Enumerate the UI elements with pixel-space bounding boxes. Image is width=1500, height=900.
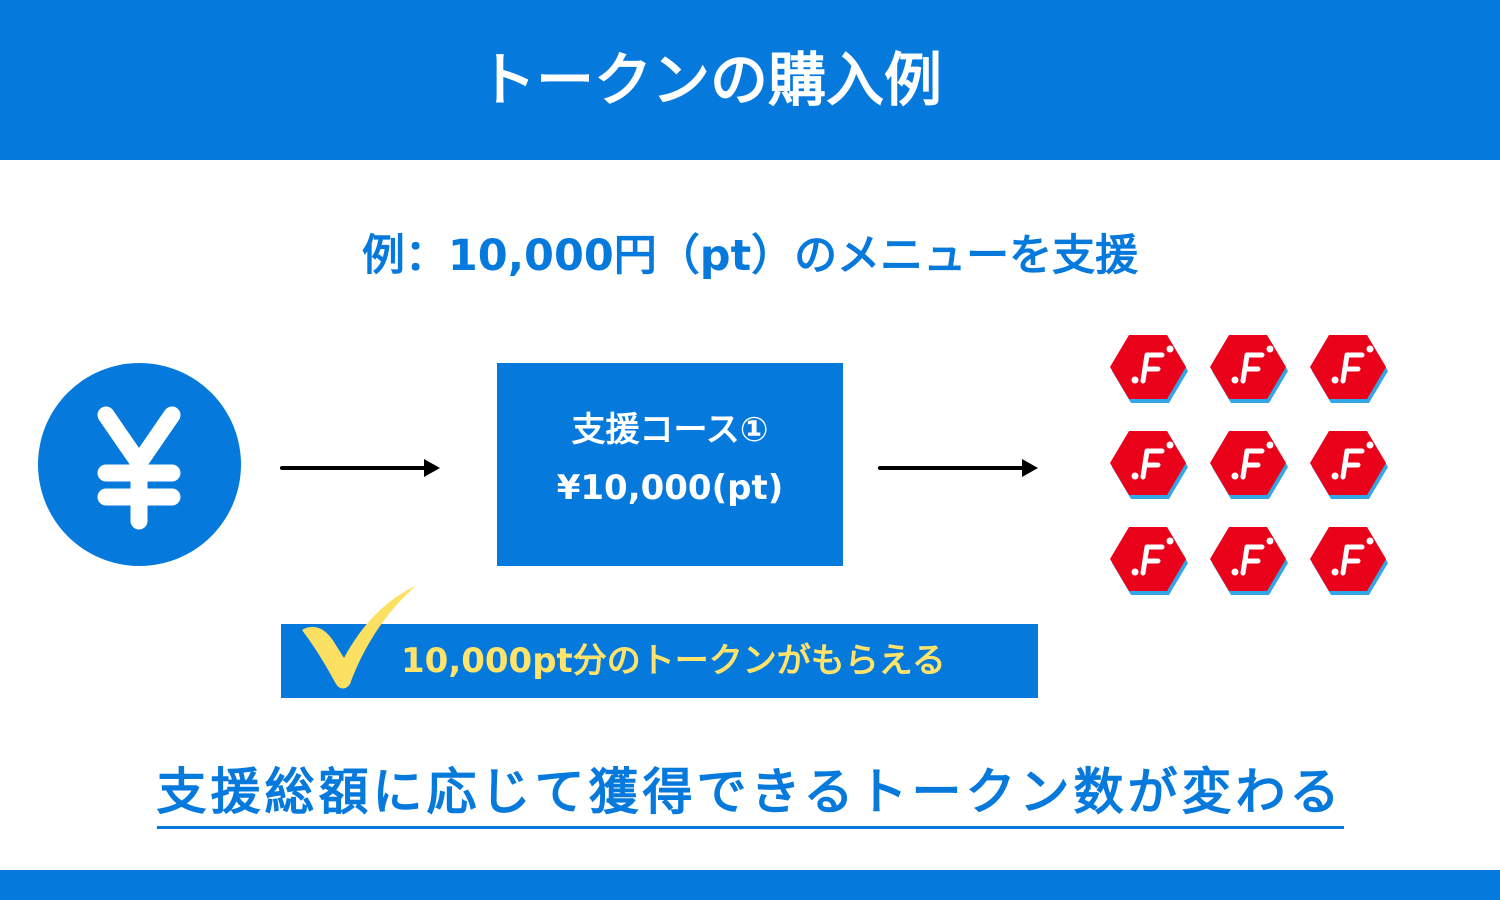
token-f-icon [1310,335,1388,403]
token-f-icon [1210,335,1288,403]
arrow-right-icon [280,459,440,477]
token-f-icon [1210,431,1288,499]
page-title: トークンの購入例 [477,46,942,114]
course-price: ¥10,000(pt) [556,468,784,508]
token-f-icon [1110,431,1188,499]
course-name: 支援コース① [571,410,769,450]
token-f-icon [1110,527,1188,595]
yen-icon [38,363,241,566]
checkmark-icon [302,586,416,689]
benefit-text: 10,000pt分のトークンがもらえる [401,641,946,681]
example-caption: 例：10,000円（pt）のメニューを支援 [361,231,1139,281]
token-f-icon [1310,527,1388,595]
token-f-icon [1310,431,1388,499]
arrow-right-icon [878,459,1038,477]
header-bar: トークンの購入例 [0,0,1500,160]
token-grid [1110,333,1400,603]
support-course-box: 支援コース① ¥10,000(pt) [497,363,843,566]
token-f-icon [1110,335,1188,403]
footer-bar [0,870,1500,900]
benefit-banner: 10,000pt分のトークンがもらえる [281,624,1038,698]
conclusion-line: 支援総額に応じて獲得できるトークン数が変わる [0,760,1500,829]
conclusion-text: 支援総額に応じて獲得できるトークン数が変わる [156,760,1344,829]
token-f-icon [1210,527,1288,595]
